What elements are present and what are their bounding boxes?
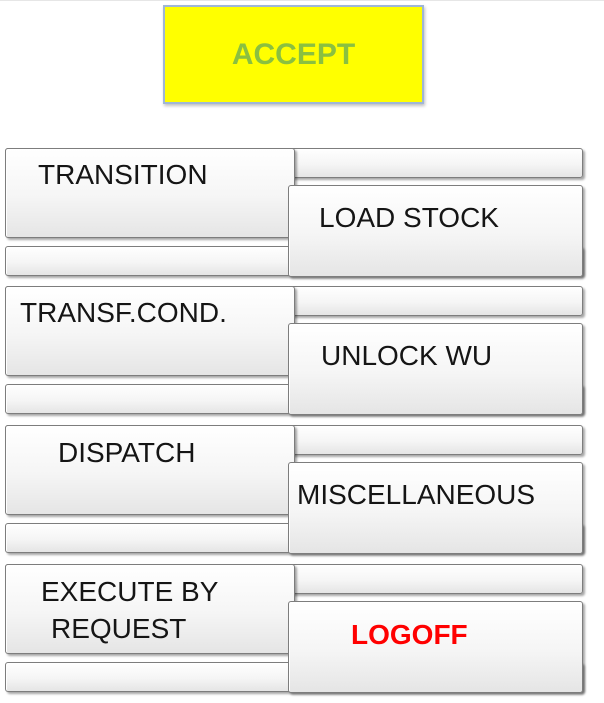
transf-cond-label: TRANSF.COND.: [20, 297, 227, 328]
execute-label-line2: REQUEST: [51, 613, 187, 644]
dispatch-label: DISPATCH: [58, 437, 196, 468]
accept-label: ACCEPT: [231, 37, 356, 71]
execute-by-request-button[interactable]: EXECUTE BY REQUEST: [5, 564, 295, 654]
transition-button[interactable]: TRANSITION: [5, 148, 295, 238]
miscellaneous-label: MISCELLANEOUS: [297, 479, 536, 510]
load-stock-button[interactable]: LOAD STOCK: [288, 185, 583, 277]
load-stock-label: LOAD STOCK: [319, 202, 499, 233]
unlock-wu-button[interactable]: UNLOCK WU: [288, 323, 583, 415]
accept-button[interactable]: ACCEPT: [163, 5, 424, 104]
miscellaneous-button[interactable]: MISCELLANEOUS: [288, 462, 583, 554]
transf-cond-button[interactable]: TRANSF.COND.: [5, 286, 295, 376]
top-divider: [0, 0, 604, 1]
unlock-wu-label: UNLOCK WU: [321, 340, 493, 371]
transition-label: TRANSITION: [38, 159, 208, 190]
logoff-label: LOGOFF: [351, 619, 468, 650]
execute-label-line1: EXECUTE BY: [41, 576, 219, 607]
dispatch-button[interactable]: DISPATCH: [5, 425, 295, 515]
logoff-button[interactable]: LOGOFF: [288, 601, 583, 693]
